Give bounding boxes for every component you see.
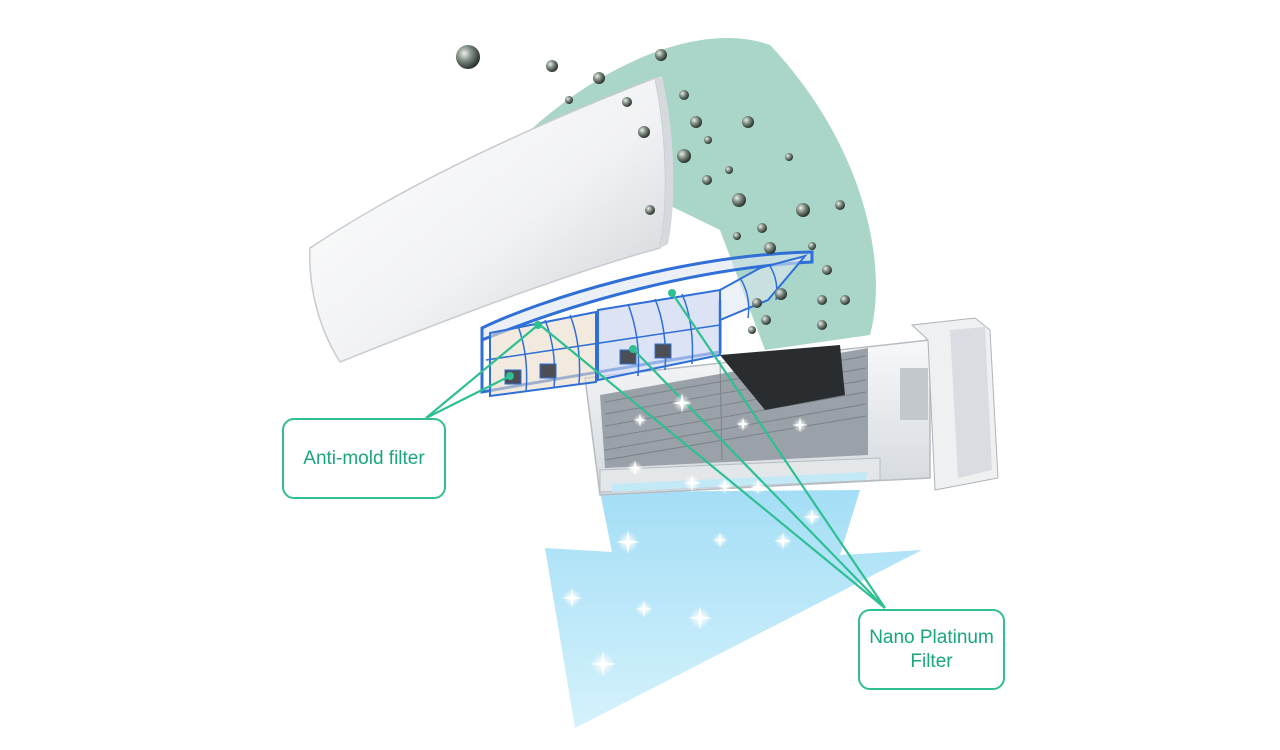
dust-particle-icon xyxy=(638,126,650,138)
sparkle-icon xyxy=(792,417,808,433)
anti-mold-filter-callout: Anti-mold filter xyxy=(282,418,446,499)
dust-particle-icon xyxy=(702,175,712,185)
dust-particle-icon xyxy=(593,72,605,84)
sparkle-icon xyxy=(688,606,712,630)
sparkle-icon xyxy=(672,393,692,413)
indoor-unit xyxy=(584,317,999,496)
sparkle-icon xyxy=(590,651,616,677)
dust-particle-icon xyxy=(785,153,793,161)
nano-platinum-filter-label-line2: Filter xyxy=(910,650,953,672)
dust-particle-icon xyxy=(752,298,762,308)
dust-particle-icon xyxy=(645,205,655,215)
anti-mold-filter-label: Anti-mold filter xyxy=(303,447,425,469)
dust-particle-icon xyxy=(733,232,741,240)
dust-particle-icon xyxy=(742,116,754,128)
sparkle-icon xyxy=(683,474,701,492)
dust-particle-icon xyxy=(748,326,756,334)
dust-particle-icon xyxy=(546,60,558,72)
sparkle-icon xyxy=(774,532,792,550)
dust-particle-icon xyxy=(775,288,787,300)
sparkle-icon xyxy=(616,530,640,554)
sparkle-icon xyxy=(717,478,733,494)
dust-particle-icon xyxy=(704,136,712,144)
nano-platinum-filter-label-line1: Nano Platinum xyxy=(869,626,994,648)
front-cover xyxy=(309,76,667,363)
dust-particle-icon xyxy=(822,265,832,275)
dust-particle-icon xyxy=(796,203,810,217)
sparkle-icon xyxy=(627,460,643,476)
dust-particle-icon xyxy=(622,97,632,107)
dust-particle-icon xyxy=(456,45,480,69)
dust-particle-icon xyxy=(817,320,827,330)
filter-frame xyxy=(480,250,814,398)
dust-particle-icon xyxy=(761,315,771,325)
sparkle-icon xyxy=(633,413,647,427)
dust-particle-icon xyxy=(690,116,702,128)
sparkle-icon xyxy=(736,417,750,431)
dust-particle-icon xyxy=(655,49,667,61)
dust-particle-icon xyxy=(732,193,746,207)
dust-particle-icon xyxy=(764,242,776,254)
dust-particle-icon xyxy=(677,149,691,163)
dust-particle-icon xyxy=(808,242,816,250)
leader-lines xyxy=(425,292,886,609)
sparkle-icon xyxy=(750,479,766,495)
leader-dots xyxy=(506,289,676,380)
sparkle-icon xyxy=(562,588,582,608)
dust-particle-icon xyxy=(835,200,845,210)
sparkle-icon xyxy=(712,532,728,548)
dust-particle-icon xyxy=(817,295,827,305)
dust-particle-icon xyxy=(565,96,573,104)
dust-particles xyxy=(456,45,850,334)
dust-particle-icon xyxy=(840,295,850,305)
sparkle-icon xyxy=(635,600,653,618)
sparkle-icon xyxy=(803,508,821,526)
dust-particle-icon xyxy=(757,223,767,233)
dust-particle-icon xyxy=(679,90,689,100)
dust-particle-icon xyxy=(725,166,733,174)
sparkles xyxy=(562,393,821,677)
nano-platinum-filter-callout: Nano Platinum Filter xyxy=(858,609,1005,690)
